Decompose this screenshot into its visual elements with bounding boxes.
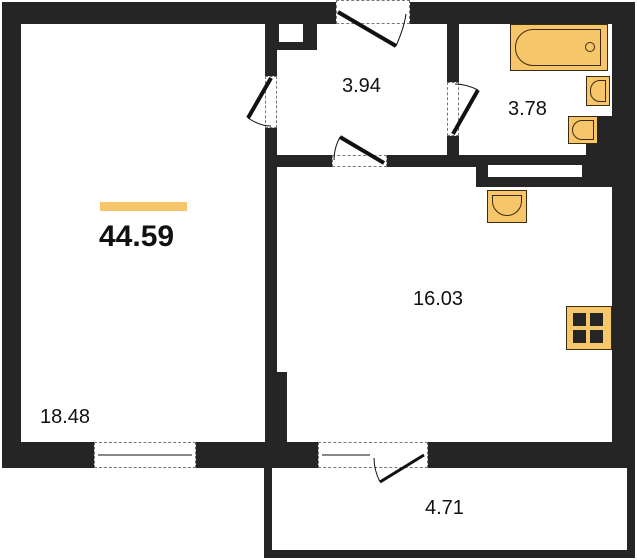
stove-icon [566, 306, 612, 350]
wall-bottom-mid [196, 442, 318, 468]
wall-living-kitchen [265, 24, 277, 76]
wall-right [612, 2, 635, 468]
wall-left [2, 2, 21, 468]
bathtub-icon [510, 24, 608, 71]
room-area-living: 18.48 [40, 406, 91, 428]
shaft [488, 165, 582, 177]
toilet-icon [568, 116, 598, 144]
wall-bottom-left [2, 442, 94, 468]
balcony-wall-bottom [264, 550, 635, 558]
sink-icon [586, 76, 610, 106]
wall-hall-bath [447, 24, 459, 82]
balcony-wall-left [264, 468, 272, 558]
room-area-balcony: 4.71 [425, 497, 464, 519]
room-area-bathroom: 3.78 [508, 98, 547, 120]
wall-top-right [410, 2, 635, 24]
wall-bath-right-stub [586, 140, 612, 160]
total-area: 44.59 [99, 220, 175, 253]
wall-kitchen-stub [277, 372, 287, 442]
door-opening-living [265, 76, 277, 128]
toilet-tank [597, 116, 612, 144]
wall-hall-bath-2 [447, 136, 459, 161]
wall-hall-bottom-left [277, 155, 332, 167]
balcony-wall-right [627, 468, 635, 558]
room-area-hallway: 3.94 [342, 75, 381, 97]
room-area-kitchen: 16.03 [413, 288, 464, 310]
door-opening-bath [447, 82, 459, 136]
wall-living-kitchen-2 [265, 128, 277, 442]
wall-top-left [2, 2, 336, 24]
kitchen-sink-icon [487, 190, 527, 223]
niche [279, 24, 303, 42]
wall-bottom-right [428, 442, 635, 468]
total-area-accent-bar [100, 202, 187, 211]
